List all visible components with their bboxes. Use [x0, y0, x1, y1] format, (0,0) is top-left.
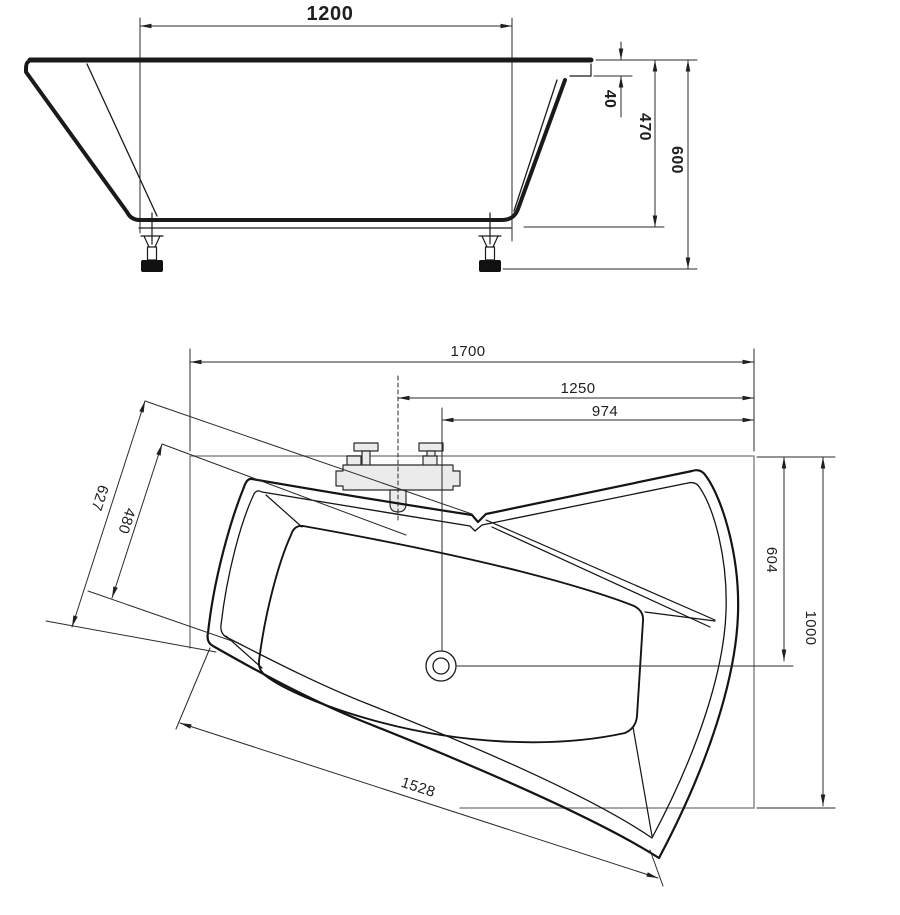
- dim-label-470: 470: [636, 113, 653, 141]
- corner-line-bottom-right: [632, 726, 653, 837]
- wedge-line-3: [644, 611, 716, 622]
- tub-inner-rim: [220, 481, 727, 839]
- dim-label-600: 600: [668, 146, 685, 174]
- dim-label-1528: 1528: [399, 774, 438, 801]
- faucet-handle-right: [418, 442, 444, 452]
- drain: [425, 650, 457, 682]
- tub-inner-wall-right: [513, 79, 558, 212]
- tub-shell-outline: [24, 60, 567, 222]
- dim-label-40: 40: [601, 90, 618, 109]
- dim-label-1200: 1200: [307, 3, 354, 25]
- dim-label-1700: 1700: [451, 343, 486, 360]
- dim-label-604: 604: [763, 547, 780, 573]
- faucet-handle-left: [353, 442, 379, 452]
- tub-side-profile: [24, 57, 594, 229]
- plan-bounding-frame: [189, 455, 755, 809]
- dim-label-480: 480: [114, 506, 138, 536]
- tub-foot-right: [478, 212, 502, 272]
- dim-label-974: 974: [592, 403, 618, 420]
- tub-plan-outline: [206, 469, 740, 860]
- drain-inner-circle: [432, 657, 450, 675]
- tub-inner-wall-left: [86, 63, 158, 217]
- wedge-line-2: [491, 526, 711, 628]
- side-extension-lines: [139, 17, 698, 270]
- side-dimension-lines: [139, 23, 691, 270]
- corner-line-top-left: [265, 494, 303, 528]
- faucet-handle-left-stem: [361, 450, 371, 467]
- plan-reference-lines: [45, 348, 836, 887]
- side-view: 1200 40 470 600: [24, 3, 698, 272]
- tub-basin-floor: [257, 524, 645, 744]
- plan-dimension-lines: [71, 359, 826, 879]
- dim-line-480: [111, 443, 163, 599]
- plan-view: 1700 1250 974 604 1000 627 480 1528: [45, 343, 836, 887]
- dim-line-627: [71, 400, 146, 628]
- wedge-line-1: [485, 519, 716, 621]
- dim-label-627: 627: [87, 483, 111, 513]
- faucet-fixture: [335, 442, 461, 513]
- tub-rim-notch: [569, 63, 592, 77]
- tub-foot-left: [140, 212, 164, 272]
- drain-outer-circle: [425, 650, 457, 682]
- dim-label-1000: 1000: [802, 611, 819, 646]
- dim-label-1250: 1250: [561, 380, 596, 397]
- dim-line-1528: [179, 722, 659, 879]
